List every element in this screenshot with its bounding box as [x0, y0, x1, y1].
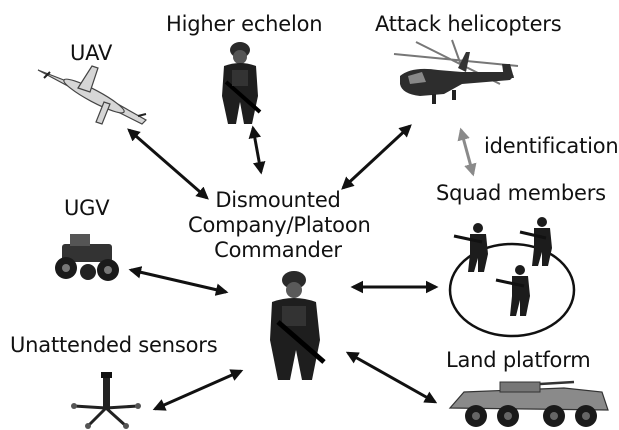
- uav-drone-icon: [37, 65, 147, 125]
- attack-helicopters-label: Attack helicopters: [375, 12, 562, 36]
- squad-soldier-3: [495, 265, 530, 316]
- identification-label: identification: [484, 134, 619, 158]
- identification-arrow: [457, 127, 477, 177]
- squad-soldier-2: [519, 217, 552, 266]
- sensor-icon: [71, 372, 141, 429]
- commander-label: Dismounted Company/Platoon Commander: [188, 188, 371, 263]
- unattended-sensors-label: Unattended sensors: [10, 333, 218, 357]
- commander-label-line-3: Commander: [214, 238, 342, 262]
- attack-helicopter-icon: [393, 39, 519, 104]
- armored-vehicle-icon: [448, 380, 609, 427]
- ugv-label: UGV: [64, 196, 110, 220]
- vehicle-commander-arrow: [345, 351, 438, 404]
- commander-soldier-icon: [270, 271, 326, 380]
- commander-label-line-2: Company/Platoon: [188, 213, 371, 237]
- helicopter-commander-arrow: [341, 124, 412, 190]
- higher-echelon-label: Higher echelon: [166, 12, 323, 36]
- uav-label: UAV: [70, 41, 113, 65]
- land-platform-label: Land platform: [446, 348, 591, 372]
- squad-soldier-1: [453, 223, 488, 272]
- ugv-robot-icon: [55, 234, 119, 281]
- soldier-icon: [222, 42, 262, 124]
- uav-commander-arrow: [127, 128, 209, 200]
- squad-soldiers-icon: [448, 217, 576, 338]
- sensor-commander-arrow: [152, 369, 244, 411]
- commander-label-line-1: Dismounted: [215, 188, 341, 212]
- squad-members-label: Squad members: [436, 181, 606, 205]
- ugv-commander-arrow: [128, 266, 229, 296]
- echelon-commander-arrow: [248, 125, 266, 175]
